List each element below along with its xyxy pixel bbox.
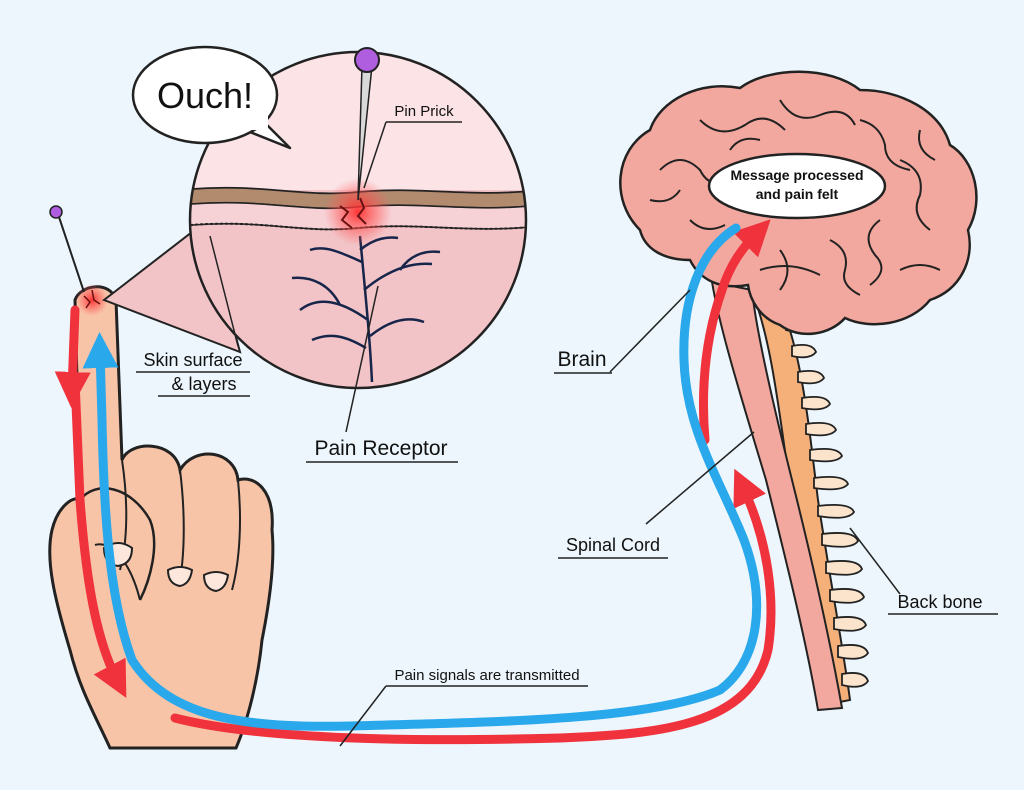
back-bone-label: Back bone [897,592,982,612]
skin-surface-label-line2: & layers [171,374,236,394]
message-bubble [707,152,887,220]
prick-glow [324,178,392,246]
signal-pathways [54,219,776,745]
skin-surface-label-line1: Skin surface [143,350,242,370]
signal-from-brain-path [82,223,762,731]
signal-to-brain-path [70,375,127,698]
signal-to-brain-path-top [699,219,771,445]
message-line-2: and pain felt [756,186,839,202]
brain: Message processed and pain felt [619,70,978,336]
ouch-text: Ouch! [157,75,253,116]
signal-to-brain-arrow-upper [54,305,91,408]
pin-icon [354,47,380,201]
spinal-cord-label: Spinal Cord [566,535,660,555]
small-pin-icon [49,205,85,293]
brain-label: Brain [557,348,606,371]
nerve-branches [291,235,441,383]
signal-to-brain-path-long [170,468,776,745]
spinal-cord [710,280,844,712]
pain-receptor-label: Pain Receptor [314,437,447,460]
pain-signals-label: Pain signals are transmitted [394,667,579,684]
message-line-1: Message processed [730,167,863,183]
pin-prick-label: Pin Prick [394,103,454,120]
leader-lines [136,121,998,747]
ouch-speech-bubble: Ouch! [131,45,292,150]
